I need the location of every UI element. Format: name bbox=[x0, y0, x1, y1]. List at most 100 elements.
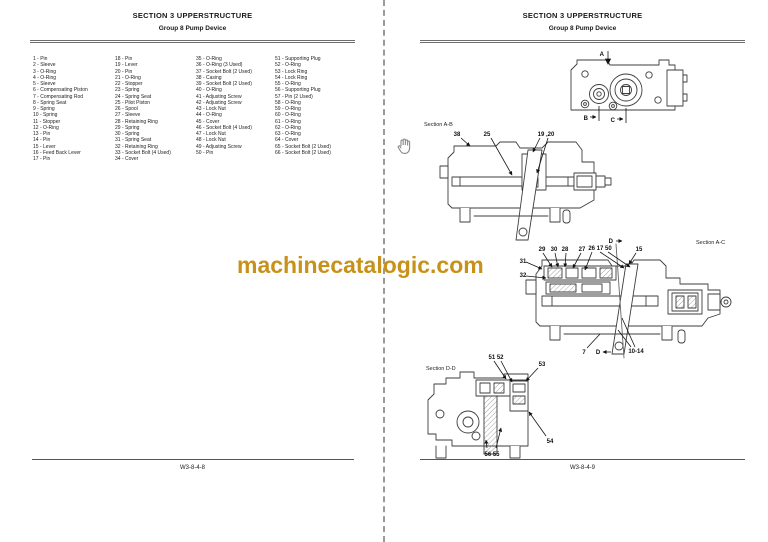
part-line: 55 - O-Ring bbox=[275, 81, 301, 87]
right-page-title: SECTION 3 UPPERSTRUCTURE bbox=[522, 11, 643, 20]
part-line: 46 - Socket Bolt (4 Used) bbox=[196, 124, 252, 131]
part-line: 22 - Stopper bbox=[115, 81, 143, 87]
watermark-text: machinecatalogic.com bbox=[237, 252, 484, 278]
section-ac-diagram: D 29 30 28 27 26 17 50 15 31 32 7 D 10-1… bbox=[520, 239, 732, 359]
part-line: 6 - Compensating Piston bbox=[33, 87, 88, 94]
section-ab-caption: Section A-B bbox=[424, 122, 453, 128]
callout-53: 53 bbox=[539, 362, 546, 368]
part-line: 66 - Socket Bolt (2 Used) bbox=[275, 149, 331, 156]
section-arrows bbox=[590, 51, 627, 123]
part-line: 38 - Casing bbox=[196, 74, 222, 81]
callout-leader-lines bbox=[460, 137, 549, 176]
callout-51-52: 51 52 bbox=[488, 355, 504, 361]
part-line: 20 - Pin bbox=[115, 68, 133, 75]
left-page-number: W3-8-4-8 bbox=[179, 465, 205, 471]
callout-56-55: 56 55 bbox=[484, 452, 500, 458]
right-footer-rule bbox=[420, 459, 745, 460]
part-line: 7 - Compensating Rod bbox=[33, 93, 84, 100]
part-line: 30 - Spring bbox=[115, 131, 140, 137]
part-line: 15 - Lever bbox=[33, 143, 56, 150]
part-line: 49 - Adjusting Screw bbox=[196, 143, 242, 150]
part-line: 17 - Pin bbox=[33, 156, 51, 162]
part-line: 9 - Spring bbox=[33, 106, 55, 112]
part-line: 11 - Stopper bbox=[33, 118, 61, 125]
right-page-number: W3-8-4-9 bbox=[569, 465, 595, 471]
callout-26-17-50: 26 17 50 bbox=[588, 246, 612, 252]
part-line: 39 - Socket Bolt (2 Used) bbox=[196, 81, 252, 87]
part-line: 57 - Pin (2 Used) bbox=[275, 93, 313, 100]
part-line: 26 - Spool bbox=[115, 106, 138, 112]
part-line: 18 - Pin bbox=[115, 56, 133, 62]
callout-54: 54 bbox=[547, 439, 554, 445]
part-line: 65 - Socket Bolt (2 Used) bbox=[275, 143, 331, 150]
callout-19-20: 19 ,20 bbox=[538, 132, 555, 138]
part-line: 2 - Sleeve bbox=[33, 62, 56, 69]
callout-7: 7 bbox=[582, 350, 586, 356]
part-line: 64 - Cover bbox=[275, 137, 299, 144]
part-line: 60 - O-Ring bbox=[275, 112, 301, 119]
callout-leader-lines bbox=[525, 239, 637, 354]
part-line: 21 - O-Ring bbox=[115, 74, 141, 81]
part-line: 52 - O-Ring bbox=[275, 62, 301, 69]
part-line: 41 - Adjusting Screw bbox=[196, 93, 242, 100]
pump-overview-diagram: A B C bbox=[570, 51, 688, 124]
part-line: 32 - Retaining Ring bbox=[115, 143, 158, 150]
callout-15: 15 bbox=[636, 247, 643, 253]
part-line: 40 - O-Ring bbox=[196, 87, 222, 94]
part-line: 12 - O-Ring bbox=[33, 124, 59, 131]
casing-cross-section-art bbox=[439, 141, 612, 241]
callout-28: 28 bbox=[562, 247, 569, 253]
page-divider-dashed-line bbox=[383, 0, 385, 542]
part-line: 23 - Spring bbox=[115, 87, 140, 94]
left-footer-rule bbox=[32, 459, 354, 460]
view-label-c: C bbox=[611, 118, 616, 124]
part-line: 16 - Feed Back Lever bbox=[33, 149, 81, 156]
section-dd-caption: Section D-D bbox=[426, 366, 456, 372]
callout-29: 29 bbox=[539, 247, 546, 253]
left-page-title: SECTION 3 UPPERSTRUCTURE bbox=[132, 11, 253, 20]
view-label-a: A bbox=[600, 52, 605, 58]
part-line: 19 - Lever bbox=[115, 62, 138, 69]
part-line: 24 - Spring Seat bbox=[115, 93, 152, 100]
part-line: 31 - Spring Seat bbox=[115, 137, 152, 144]
callout-d-bottom: D bbox=[596, 350, 601, 356]
part-line: 27 - Sleeve bbox=[115, 112, 141, 119]
part-line: 3 - O-Ring bbox=[33, 68, 57, 75]
plug-cross-section-art bbox=[427, 371, 529, 459]
part-line: 61 - O-Ring bbox=[275, 118, 301, 125]
callout-38: 38 bbox=[454, 132, 461, 138]
part-line: 42 - Adjusting Screw bbox=[196, 99, 242, 106]
part-line: 53 - Lock Ring bbox=[275, 68, 308, 75]
part-line: 4 - O-Ring bbox=[33, 74, 57, 81]
part-line: 14 - Pin bbox=[33, 137, 51, 144]
view-label-b: B bbox=[584, 116, 589, 122]
part-line: 63 - O-Ring bbox=[275, 131, 301, 137]
part-line: 29 - Spring bbox=[115, 124, 140, 131]
part-line: 44 - O-Ring bbox=[196, 112, 222, 119]
part-line: 51 - Supporting Plug bbox=[275, 56, 321, 62]
part-line: 62 - O-Ring bbox=[275, 124, 301, 131]
part-line: 36 - O-Ring (3 Used) bbox=[196, 62, 243, 69]
part-line: 13 - Pin bbox=[33, 131, 51, 137]
part-line: 25 - Pilot Piston bbox=[115, 99, 151, 106]
part-line: 5 - Sleeve bbox=[33, 81, 56, 87]
part-line: 37 - Socket Bolt (2 Used) bbox=[196, 68, 252, 75]
callout-10-14: 10-14 bbox=[628, 349, 644, 355]
callout-d-top: D bbox=[609, 239, 614, 245]
part-line: 33 - Socket Bolt (4 Used) bbox=[115, 149, 171, 156]
left-page-subtitle: Group 8 Pump Device bbox=[158, 25, 227, 32]
part-line: 10 - Spring bbox=[33, 112, 58, 119]
part-line: 43 - Lock Nut bbox=[196, 106, 226, 112]
right-header-rule bbox=[420, 40, 745, 43]
hand-tool-cursor-icon bbox=[397, 138, 411, 154]
part-line: 45 - Cover bbox=[196, 118, 220, 125]
part-line: 54 - Lock Ring bbox=[275, 74, 308, 81]
section-dd-diagram: 51 52 53 54 56 55 bbox=[427, 355, 554, 459]
callout-25: 25 bbox=[484, 132, 491, 138]
section-ac-caption: Section A-C bbox=[696, 240, 726, 246]
